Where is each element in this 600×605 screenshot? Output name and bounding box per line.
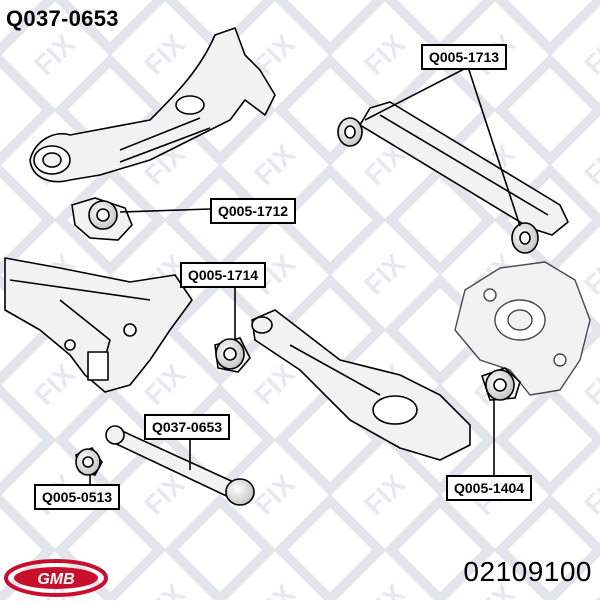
knuckle-part <box>454 261 591 396</box>
callout-q005-0513: Q005-0513 <box>34 484 121 510</box>
gmb-logo: GMB <box>4 559 108 597</box>
bushing-0513 <box>75 447 103 476</box>
callout-q005-1714: Q005-1714 <box>180 262 267 288</box>
bushing-1712 <box>71 197 133 241</box>
page-title: Q037-0653 <box>6 6 119 31</box>
subframe-part <box>4 257 193 393</box>
leader-lines <box>89 66 521 484</box>
bushing-1714 <box>214 337 251 373</box>
part-number: 02109100 <box>463 556 592 587</box>
logo-text: GMB <box>37 571 74 588</box>
bushing-1404 <box>480 367 521 401</box>
callout-q005-1404: Q005-1404 <box>446 475 533 501</box>
lateral-link-1713 <box>337 101 569 254</box>
lower-control-arm <box>251 309 471 461</box>
link-rod-0653 <box>105 425 255 506</box>
trailing-arm-part <box>29 27 276 183</box>
callout-q037-0653: Q037-0653 <box>144 414 231 440</box>
callout-q005-1712: Q005-1712 <box>210 198 297 224</box>
callout-q005-1713: Q005-1713 <box>421 44 508 70</box>
